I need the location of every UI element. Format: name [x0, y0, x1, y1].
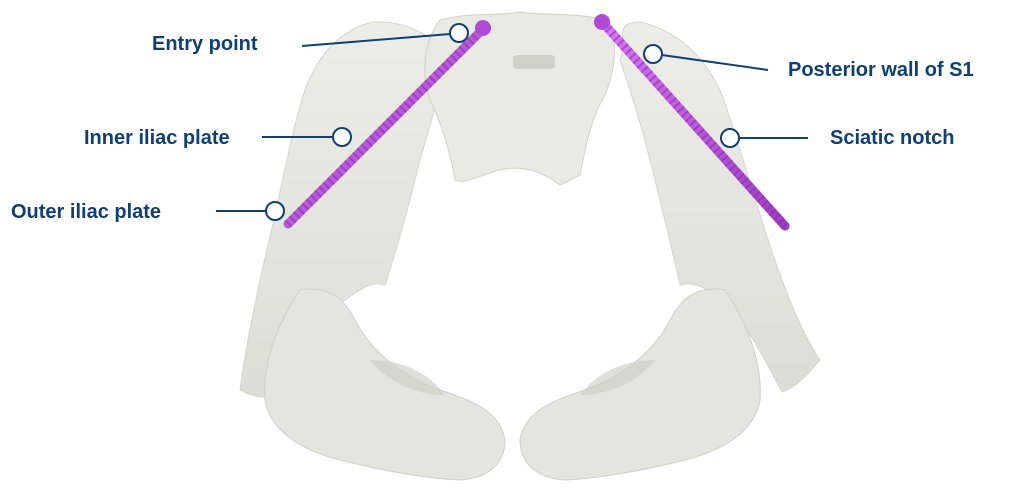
left-pubic-ramus [265, 289, 505, 480]
entry-point-marker-icon [450, 24, 468, 42]
inner-iliac-plate-marker-icon [333, 128, 351, 146]
outer-iliac-plate-marker-icon [266, 202, 284, 220]
inner-iliac-plate-label: Inner iliac plate [84, 126, 230, 150]
sacral-window [513, 55, 555, 69]
sciatic-notch-marker-icon [721, 129, 739, 147]
right-screw-head [594, 14, 610, 30]
left-screw-head [475, 20, 491, 36]
posterior-wall-marker-icon [644, 45, 662, 63]
outer-iliac-plate-label: Outer iliac plate [11, 200, 161, 224]
sciatic-notch-label: Sciatic notch [830, 126, 954, 150]
posterior-wall-s1-label: Posterior wall of S1 [788, 58, 974, 82]
right-pubic-ramus [520, 289, 760, 480]
entry-point-label: Entry point [152, 32, 258, 56]
